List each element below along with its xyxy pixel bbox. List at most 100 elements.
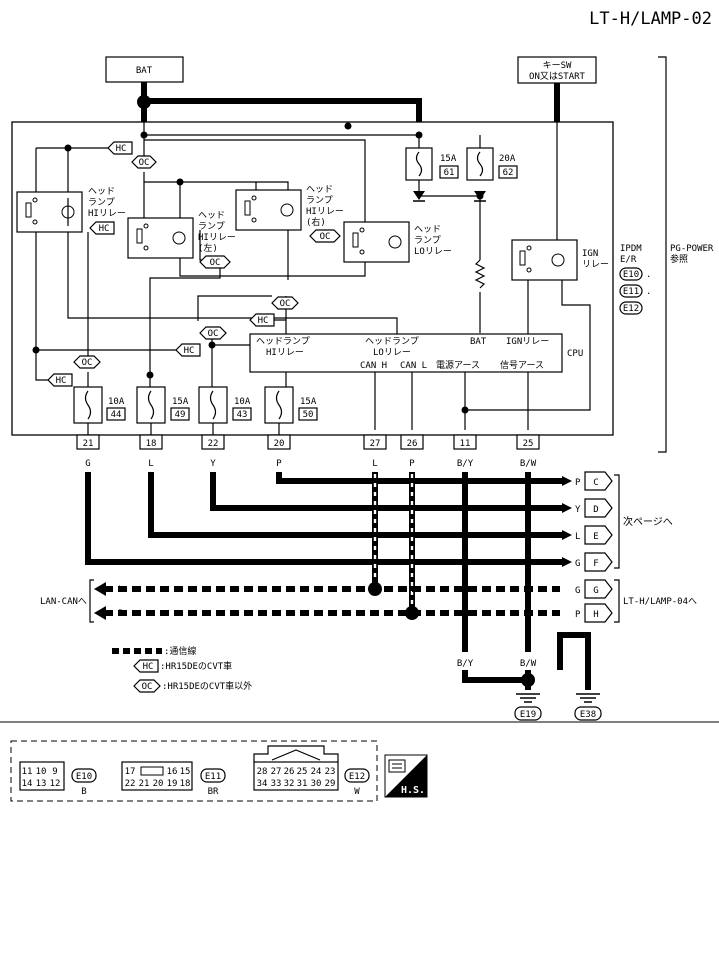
connector-d: Y D	[562, 498, 613, 518]
svg-text:20: 20	[274, 439, 285, 449]
svg-text:19: 19	[167, 779, 178, 789]
ipdm-connector-refs: E10 E11 E12 . .	[619, 267, 651, 315]
svg-text:P: P	[575, 610, 581, 620]
svg-text:23: 23	[325, 767, 336, 777]
svg-text:25: 25	[523, 439, 534, 449]
ground-e38: E38	[574, 706, 602, 721]
ipdm-enclosure	[11, 121, 614, 436]
svg-text:ヘッド: ヘッド	[414, 225, 441, 235]
bat-feed-right	[148, 98, 422, 122]
svg-text:62: 62	[503, 168, 514, 178]
svg-text:LOリレー: LOリレー	[373, 348, 411, 358]
svg-text:43: 43	[237, 410, 248, 420]
svg-text:信号アース: 信号アース	[500, 359, 544, 371]
relay-headlamp-hi-right: ヘッド ランプ HIリレー (右)	[235, 185, 344, 231]
svg-text:次ページへ: 次ページへ	[623, 515, 673, 528]
resistor	[474, 259, 486, 289]
svg-text:P: P	[118, 609, 124, 619]
fuse-44: 10A 44	[73, 386, 126, 424]
svg-text:44: 44	[111, 410, 122, 420]
svg-text:13: 13	[36, 779, 47, 789]
connector-view-e10: 11 10 9 14 13 12 E10 B	[19, 761, 97, 797]
svg-text:61: 61	[444, 168, 455, 178]
svg-text::通信線: :通信線	[164, 645, 196, 657]
svg-text:17: 17	[125, 767, 136, 777]
hc-oc-tags: HC OC HC OC OC OC HC OC HC OC HC	[47, 141, 341, 387]
svg-text:OC: OC	[210, 258, 221, 268]
svg-text:21: 21	[139, 779, 150, 789]
svg-text:参照: 参照	[670, 253, 688, 265]
svg-text:29: 29	[325, 779, 336, 789]
relay-headlamp-hi-left: ヘッド ランプ HIリレー (左)	[127, 211, 236, 259]
svg-text:OC: OC	[320, 232, 331, 242]
connector-view-frame	[10, 740, 378, 802]
svg-text:ヘッド: ヘッド	[88, 187, 115, 197]
svg-text:B/Y: B/Y	[457, 459, 474, 469]
ground-wiring: B/Y B/W B B	[457, 632, 600, 703]
svg-text:Y: Y	[210, 459, 216, 469]
svg-text:P: P	[409, 459, 415, 469]
svg-text:リレー: リレー	[582, 260, 609, 270]
svg-text:26: 26	[284, 767, 295, 777]
svg-text:32: 32	[284, 779, 295, 789]
right-connectors: P C Y D L E G F G G P	[562, 471, 697, 623]
output-harness	[85, 472, 562, 652]
svg-text::HR15DEのCVT車: :HR15DEのCVT車	[160, 660, 232, 672]
svg-text:21: 21	[83, 439, 94, 449]
svg-text:HC: HC	[184, 346, 195, 356]
connector-e: L E	[562, 525, 613, 545]
svg-text:G: G	[575, 559, 580, 569]
svg-text:ランプ: ランプ	[88, 197, 115, 208]
svg-text:G: G	[575, 586, 580, 596]
svg-text:ランプ: ランプ	[306, 195, 333, 206]
svg-text:31: 31	[297, 779, 308, 789]
fuse-outputs	[87, 423, 280, 435]
svg-text:ヘッド: ヘッド	[198, 211, 225, 221]
svg-text:HIリレー: HIリレー	[88, 209, 126, 219]
svg-text:LAN-CANへ: LAN-CANへ	[40, 597, 87, 607]
svg-text:HIリレー: HIリレー	[266, 348, 304, 358]
connector-view-e11: 17 16 15 22 21 20 19 18 E11 BR	[121, 761, 226, 797]
fuse-62: 20A 62	[466, 147, 518, 181]
svg-text:B/W: B/W	[520, 659, 537, 669]
svg-text:BAT: BAT	[136, 66, 153, 76]
hs-badge: H.S.	[384, 754, 428, 798]
svg-text:27: 27	[370, 439, 381, 449]
legend: :通信線 HC :HR15DEのCVT車 OC :HR15DEのCVT車以外	[112, 645, 252, 693]
svg-text:.: .	[646, 270, 651, 280]
svg-text:電源アース: 電源アース	[436, 360, 480, 371]
fuse-43: 10A 43	[198, 386, 252, 424]
svg-text:(右): (右)	[306, 216, 326, 228]
wire-colors: G L Y P L P B/Y B/W	[85, 459, 536, 469]
svg-text:OC: OC	[208, 329, 219, 339]
connector-c: P C	[562, 471, 613, 491]
svg-text:ランプ: ランプ	[198, 221, 225, 232]
svg-text:26: 26	[407, 439, 418, 449]
svg-text:15: 15	[180, 767, 191, 777]
svg-text:E: E	[593, 532, 598, 542]
svg-text:OC: OC	[142, 682, 153, 692]
svg-text:G: G	[593, 586, 598, 596]
svg-text:L: L	[148, 459, 153, 469]
connector-face-icon	[388, 759, 406, 773]
svg-text:34: 34	[257, 779, 268, 789]
svg-text:20: 20	[153, 779, 164, 789]
fuse-49: 15A 49	[136, 386, 190, 424]
svg-text:.: .	[646, 287, 651, 297]
svg-text:(左): (左)	[198, 242, 218, 254]
svg-text:L: L	[575, 532, 580, 542]
cpu-box: ヘッドランプ HIリレー ヘッドランプ LOリレー BAT IGNリレー CPU…	[249, 333, 583, 373]
pg-power-ref: PG-POWER 参照	[670, 244, 714, 265]
svg-text:ランプ: ランプ	[414, 235, 441, 246]
fuse-61: 15A 61	[405, 147, 459, 181]
svg-text:10A: 10A	[234, 397, 251, 407]
svg-text:B/W: B/W	[520, 459, 537, 469]
svg-text:CAN L: CAN L	[400, 361, 427, 371]
svg-text:14: 14	[22, 779, 33, 789]
svg-text:E38: E38	[580, 710, 596, 720]
svg-text:25: 25	[297, 767, 308, 777]
svg-text:E10: E10	[76, 772, 92, 782]
svg-text:B/Y: B/Y	[457, 659, 474, 669]
svg-text:50: 50	[303, 410, 314, 420]
